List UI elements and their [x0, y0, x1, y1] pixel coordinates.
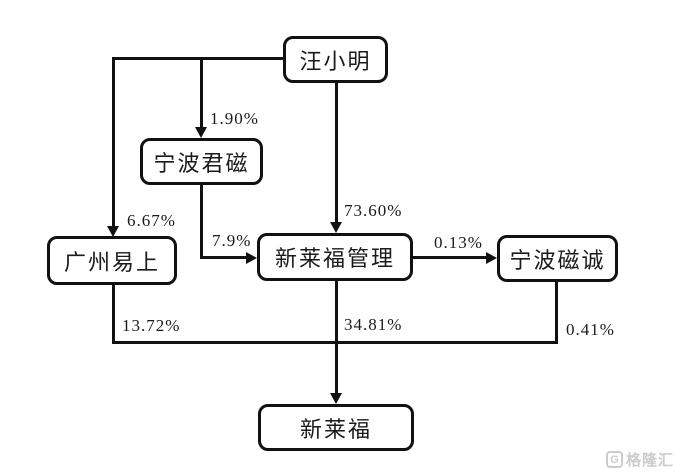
connector-guanli-cicheng-horizontal	[413, 256, 487, 259]
arrowhead-into-junci-icon	[195, 127, 207, 138]
connector-guanli-xinlaifu-vertical	[335, 281, 338, 395]
gelonghui-watermark-text: 格隆汇	[625, 452, 674, 469]
edge-label-yishang-xinlaifu: 13.72%	[122, 316, 181, 335]
node-guangzhou-yishang: 广州易上	[47, 236, 177, 285]
gelonghui-logo-icon: G	[605, 451, 623, 468]
node-ningbo-cicheng: 宁波磁诚	[497, 235, 618, 282]
node-wang-xiaoming: 汪小明	[283, 36, 388, 83]
connector-cicheng-down-vertical	[555, 282, 558, 344]
node-xinlaifu: 新莱福	[258, 404, 414, 451]
connector-yishang-down-vertical	[112, 285, 115, 344]
connector-wang-yishang-vertical	[112, 57, 115, 227]
node-ningbo-cicheng-label: 宁波磁诚	[509, 247, 606, 273]
node-xinlaifu-guanli: 新莱福管理	[257, 233, 413, 281]
edge-label-junci-guanli: 7.9%	[212, 231, 252, 250]
arrowhead-into-guanli-left-icon	[246, 252, 257, 264]
node-guangzhou-yishang-label: 广州易上	[63, 249, 160, 275]
node-xinlaifu-label: 新莱福	[299, 416, 372, 442]
arrowhead-into-cicheng-icon	[486, 252, 497, 264]
arrowhead-into-xinlaifu-icon	[330, 393, 342, 404]
node-xinlaifu-guanli-label: 新莱福管理	[274, 246, 395, 271]
edge-label-wang-junci: 1.90%	[210, 109, 259, 128]
connector-junci-down-vertical	[200, 185, 203, 259]
connector-wang-guanli-vertical	[335, 83, 338, 224]
edge-label-guanli-xinlaifu: 34.81%	[344, 315, 403, 334]
arrowhead-into-guanli-top-icon	[330, 222, 342, 233]
edge-label-wang-guanli: 73.60%	[344, 201, 403, 220]
connector-wang-junci-vertical	[200, 57, 203, 129]
edge-label-cicheng-xinlaifu: 0.41%	[566, 320, 615, 339]
connector-wang-top-horizontal	[113, 57, 284, 60]
node-ningbo-junci: 宁波君磁	[140, 138, 263, 185]
node-wang-xiaoming-label: 汪小明	[299, 48, 372, 74]
arrowhead-into-yishang-icon	[107, 226, 119, 237]
edge-label-guanli-cicheng: 0.13%	[434, 233, 483, 252]
edge-label-wang-yishang: 6.67%	[127, 211, 176, 230]
gelonghui-watermark: G 格隆汇	[605, 449, 674, 470]
connector-junci-guanli-horizontal	[200, 256, 247, 259]
node-ningbo-junci-label: 宁波君磁	[153, 150, 250, 176]
